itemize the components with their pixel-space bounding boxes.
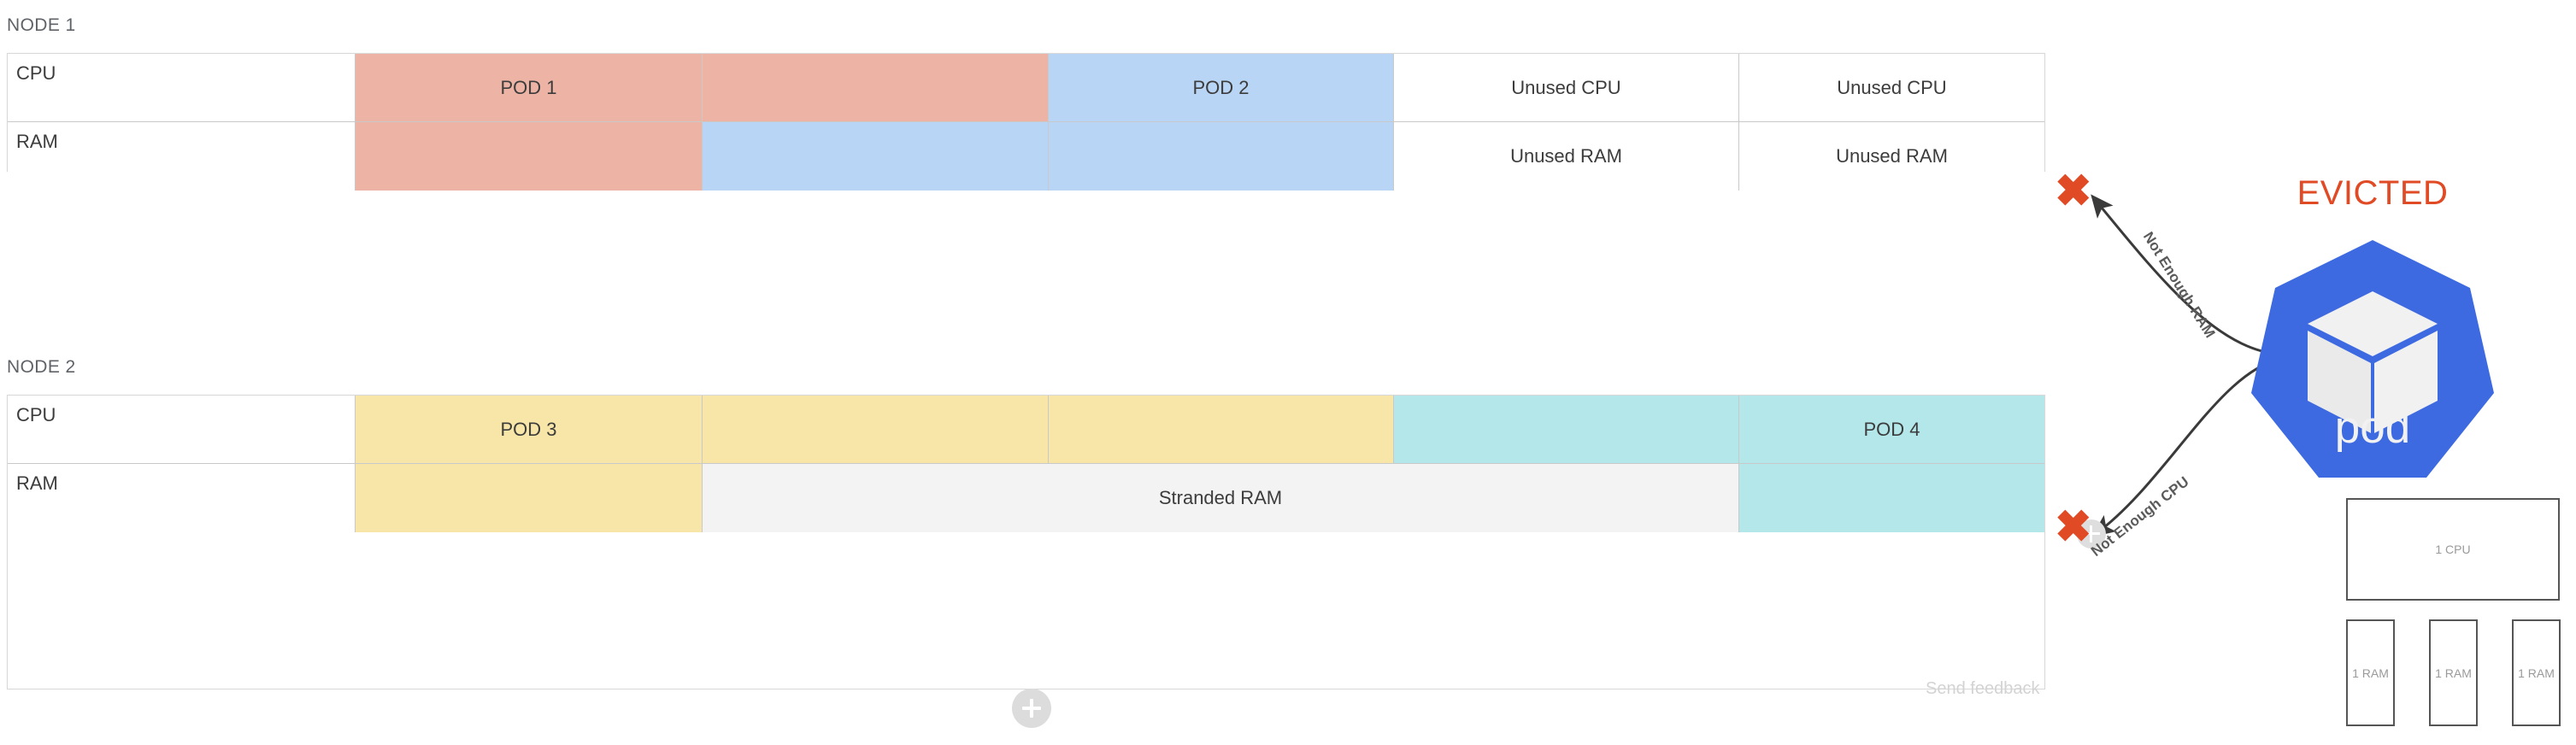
pod-badge-label: pod <box>2334 402 2411 453</box>
resource-box-ram-3: 1 RAM <box>2512 619 2561 726</box>
kubernetes-heptagon-icon <box>2251 240 2494 478</box>
cell-empty-3 <box>1049 122 1394 191</box>
row-header-cpu: CPU <box>8 54 356 122</box>
cell-empty-4 <box>1394 396 1739 464</box>
resource-box-cpu: 1 CPU <box>2346 498 2560 601</box>
plus-icon <box>1022 699 1041 718</box>
cell-pod-1: POD 1 <box>356 54 703 122</box>
plus-glyph <box>2083 525 2100 543</box>
cell-pod-4: POD 4 <box>1739 396 2044 464</box>
cell-pod-2: POD 2 <box>1049 54 1394 122</box>
cell-empty-3 <box>1049 396 1394 464</box>
node-1-label: NODE 1 <box>7 15 76 35</box>
cell-empty-2 <box>703 396 1049 464</box>
pod-badge: pod <box>2244 235 2501 491</box>
cell-unused-ram: Unused RAM <box>1394 122 1739 191</box>
cell-empty-1 <box>356 464 703 532</box>
node-2-label: NODE 2 <box>7 357 76 377</box>
row-header-cpu: CPU <box>8 396 356 464</box>
add-node-button[interactable] <box>1012 689 1051 728</box>
cell-unused-cpu: Unused CPU <box>1739 54 2044 122</box>
cell-empty-1 <box>356 122 703 191</box>
x-icon-not-enough-cpu: ✖ <box>2055 502 2092 552</box>
cell-empty-2 <box>703 122 1049 191</box>
row-header-ram: RAM <box>8 122 356 191</box>
resource-box-ram-2: 1 RAM <box>2429 619 2478 726</box>
cell-empty-3 <box>1739 464 2044 532</box>
cell-unused-cpu: Unused CPU <box>1394 54 1739 122</box>
plus-dot-icon <box>2077 519 2106 548</box>
row-header-ram: RAM <box>8 464 356 532</box>
cell-empty-2 <box>703 54 1049 122</box>
edge-label-not-enough-ram: Not Enough RAM <box>2139 229 2219 341</box>
send-feedback-link[interactable]: Send feedback <box>1926 679 2040 698</box>
node-2-ram-row: RAM Stranded RAM <box>8 464 2044 532</box>
evicted-status-label: EVICTED <box>2297 174 2449 212</box>
cell-stranded-ram: Stranded RAM <box>703 464 1739 532</box>
resource-box-ram-1: 1 RAM <box>2346 619 2395 726</box>
edge-label-not-enough-cpu: Not Enough CPU <box>2088 472 2192 560</box>
cell-unused-ram: Unused RAM <box>1739 122 2044 191</box>
cell-pod-3: POD 3 <box>356 396 703 464</box>
x-icon-not-enough-ram: ✖ <box>2055 167 2092 216</box>
